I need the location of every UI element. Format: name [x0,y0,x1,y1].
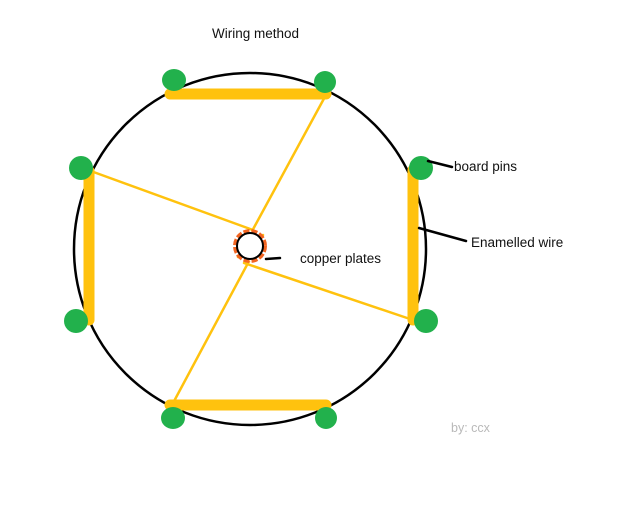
board-pin [161,407,185,429]
leader-enamelled-wire [417,226,468,243]
board-pin [162,69,186,91]
side-wires [83,88,419,411]
diagram-title: Wiring method [212,26,299,41]
inner-wire-right [242,261,415,322]
board-pin [314,71,336,93]
leader-board-pins [426,159,454,169]
label-copper-plates: copper plates [300,251,381,266]
board-pin [69,156,93,180]
inner-wire-left [86,168,255,232]
board-pin [64,309,88,333]
board-pin [414,309,438,333]
leader-lines [264,159,468,261]
copper-plate [236,232,264,260]
author-credit: by: ccx [451,421,491,435]
leader-copper-plates [264,256,282,261]
board-pins [64,69,438,429]
coil-circle [72,71,428,427]
board-pin [409,156,433,180]
label-enamelled-wire: Enamelled wire [471,235,563,250]
board-pin [315,407,337,429]
label-board-pins: board pins [454,159,517,174]
